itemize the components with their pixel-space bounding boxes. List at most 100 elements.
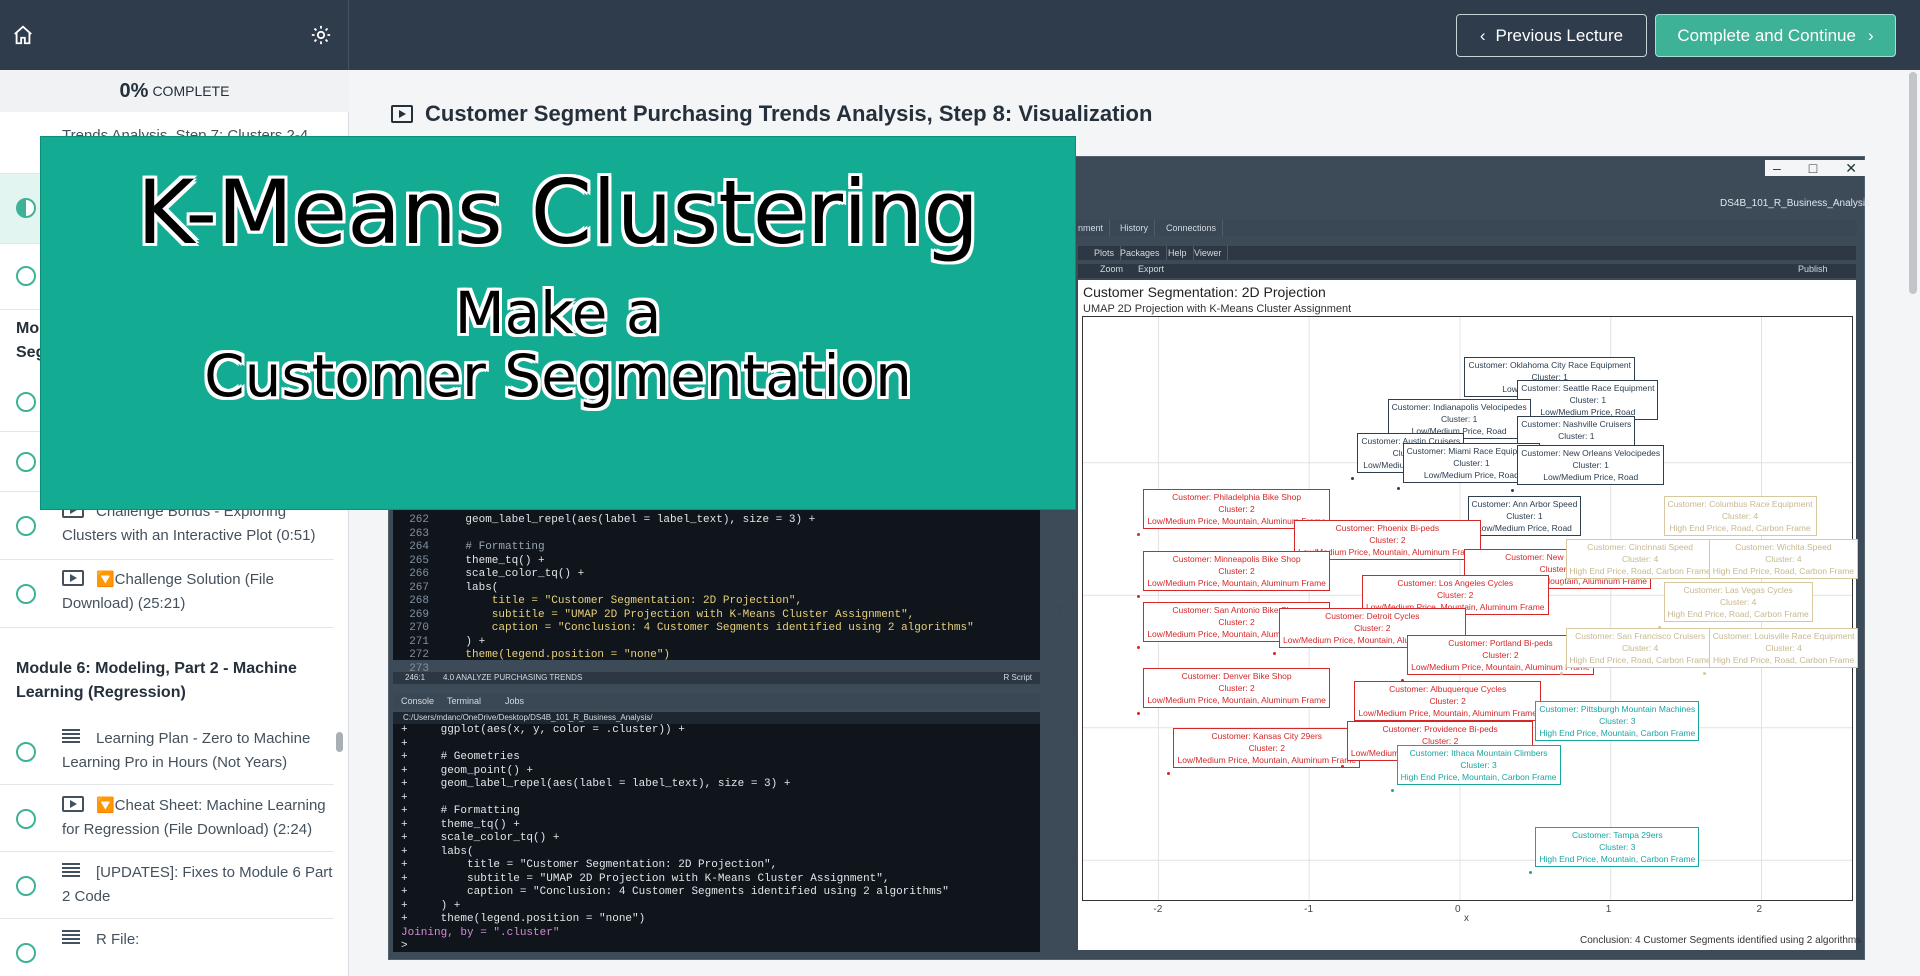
label-customer: Customer: Providence Bi-peds — [1382, 724, 1498, 734]
x-tick-label: 2 — [1756, 904, 1763, 915]
scatter-point — [1137, 595, 1141, 599]
line-number: 267 — [409, 581, 429, 594]
zoom-button[interactable]: Zoom — [1100, 264, 1124, 274]
section-label[interactable]: 4.0 ANALYZE PURCHASING TRENDS — [443, 673, 583, 682]
home-icon[interactable] — [12, 24, 34, 46]
line-number: 265 — [409, 554, 429, 567]
console-path: C:/Users/mdanc/OneDrive/Desktop/DS4B_101… — [393, 712, 1040, 724]
tab-terminal[interactable]: Terminal — [447, 696, 482, 706]
file-type[interactable]: R Script — [1003, 673, 1032, 682]
label-customer: Customer: Denver Bike Shop — [1181, 671, 1292, 681]
console-line: + theme(legend.position = "none") — [401, 913, 646, 925]
label-customer: Customer: Seattle Race Equipment — [1521, 383, 1655, 394]
console-line: + labs( — [401, 845, 474, 858]
label-desc: Low/Medium Price, Mountain, Aluminum Fra… — [1468, 575, 1648, 586]
tab-jobs[interactable]: Jobs — [505, 696, 525, 706]
code-editor[interactable]: 262 geom_label_repel(aes(label = label_t… — [393, 510, 1040, 675]
lesson-item[interactable]: 🔽Cheat Sheet: Machine Learning for Regre… — [0, 785, 334, 852]
label-customer: Customer: Los Angeles Cycles — [1397, 578, 1514, 589]
label-desc: Low/Medium Price, Road — [1543, 472, 1639, 483]
document-icon — [62, 930, 80, 944]
label-customer: Customer: Detroit Cycles — [1325, 611, 1420, 622]
tab-environment[interactable]: nment — [1072, 220, 1111, 236]
tab-console[interactable]: Console — [401, 696, 435, 706]
module-title: Module 6: Modeling, Part 2 - Machine Lea… — [16, 660, 297, 701]
scatter-point — [1401, 678, 1405, 682]
complete-and-continue-button[interactable]: Complete and Continue › — [1655, 14, 1896, 57]
label-desc: Low/Medium Price, Road — [1540, 407, 1636, 418]
tab-packages[interactable]: Packages — [1114, 246, 1167, 260]
code-text: theme(legend.position = "none") — [439, 649, 671, 661]
gear-icon[interactable] — [310, 24, 332, 46]
label-customer: Customer: Miami Race Equipment — [1406, 445, 1537, 456]
video-icon — [62, 796, 84, 812]
y-tick-label: 0 — [1068, 589, 1074, 601]
label-cluster: Cluster: 2 — [1218, 504, 1255, 515]
line-number: 272 — [409, 649, 429, 661]
x-tick-label: 1 — [1605, 904, 1612, 915]
label-customer: Customer: New Orleans Velocipedes — [1521, 448, 1661, 459]
line-number: 268 — [409, 595, 429, 607]
editor-status-bar: 246:1 4.0 ANALYZE PURCHASING TRENDS R Sc… — [393, 672, 1040, 684]
lesson-item[interactable]: 🔽Challenge Solution (File Download) (25:… — [0, 560, 334, 628]
label-cluster: Cluster: 3 — [1460, 759, 1497, 770]
label-customer: Customer: Pittsburgh Mountain Machines — [1539, 704, 1696, 715]
lecture-title-row: Customer Segment Purchasing Trends Analy… — [391, 101, 1152, 127]
tab-connections[interactable]: Connections — [1160, 220, 1224, 236]
scatter-point — [1657, 625, 1661, 629]
main-scrollbar[interactable] — [1909, 72, 1917, 294]
scatter-point — [1137, 645, 1141, 649]
console-line: + geom_point() + — [401, 764, 534, 777]
label-customer: Customer: Albuquerque Cycles — [1389, 684, 1507, 695]
label-cluster: Cluster: 1 — [1531, 371, 1568, 382]
label-customer: Customer: Cincinnati Speed — [1587, 542, 1694, 553]
line-number: 266 — [409, 568, 429, 580]
code-line: 267 labs( — [393, 582, 1040, 596]
lesson-item[interactable]: Learning Plan - Zero to Machine Learning… — [0, 718, 334, 785]
previous-lecture-button[interactable]: ‹ Previous Lecture — [1456, 14, 1647, 57]
tab-plots[interactable]: Plots — [1088, 246, 1122, 260]
label-customer: Customer: Oklahoma City Race Equipment — [1468, 359, 1631, 370]
label-desc: High End Price, Mountain, Carbon Frame — [1539, 854, 1696, 864]
lesson-title: R File: — [96, 931, 140, 948]
scatter-point — [1702, 672, 1706, 676]
tab-help[interactable]: Help — [1162, 246, 1194, 260]
label-cluster: Cluster: 2 — [1218, 566, 1255, 577]
label-desc: High End Price, Road, Carbon Frame — [1569, 566, 1711, 577]
export-button[interactable]: Export — [1138, 264, 1165, 274]
line-number: 269 — [409, 608, 429, 621]
minimize-icon[interactable]: – — [1773, 160, 1781, 176]
label-desc: High End Price, Mountain, Carbon Frame — [1539, 728, 1696, 739]
half-complete-icon — [16, 198, 36, 218]
plot-tabstrip: Plots Packages Help Viewer — [1078, 246, 1856, 260]
code-line: 272 theme(legend.position = "none") — [393, 649, 1040, 663]
env-tabstrip: nment History Connections — [1072, 220, 1857, 236]
tab-history[interactable]: History — [1114, 220, 1156, 236]
x-axis-label: x — [1464, 913, 1469, 924]
lesson-item[interactable]: [UPDATES]: Fixes to Module 6 Part 2 Code — [0, 852, 334, 919]
lesson-item[interactable]: R File: — [0, 919, 334, 976]
label-customer: Customer: San Antonio Bike Shop — [1172, 604, 1301, 615]
r-console[interactable]: + ggplot(aes(x, y, color = .cluster)) ++… — [393, 724, 1040, 952]
close-icon[interactable]: ✕ — [1845, 160, 1857, 176]
code-line: 264 # Formatting — [393, 541, 1040, 555]
line-number: 270 — [409, 622, 429, 634]
label-customer: Customer: Kansas City 29ers — [1211, 730, 1323, 741]
label-cluster: Cluster: 2 — [1437, 590, 1474, 601]
label-customer: Customer: New York Cycles — [1505, 551, 1611, 562]
scatter-point — [1559, 672, 1563, 676]
lesson-item[interactable]: Challenge Bonus - Exploring Clusters wit… — [0, 492, 334, 560]
code-line: 269 subtitle = "UMAP 2D Projection with … — [393, 609, 1040, 623]
publish-button[interactable]: Publish — [1798, 264, 1828, 274]
chevron-left-icon: ‹ — [1479, 25, 1486, 45]
sidebar-scrollbar[interactable] — [336, 732, 343, 752]
tab-viewer[interactable]: Viewer — [1188, 246, 1229, 260]
maximize-icon[interactable]: □ — [1808, 160, 1818, 176]
label-desc: High End Price, Road, Carbon Frame — [1712, 655, 1855, 666]
console-line: Joining, by = ".cluster" — [401, 926, 560, 939]
label-desc: High End Price, Road, Carbon Frame — [1669, 522, 1811, 533]
code-line: 268 title = "Customer Segmentation: 2D P… — [393, 595, 1040, 609]
